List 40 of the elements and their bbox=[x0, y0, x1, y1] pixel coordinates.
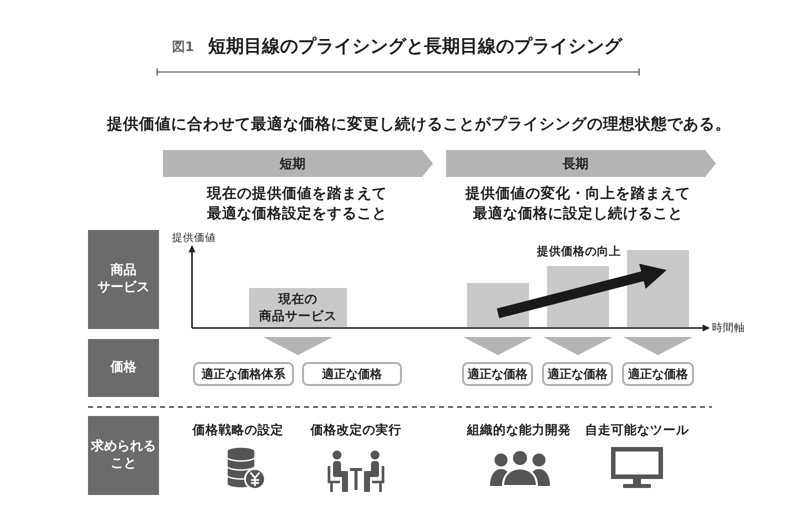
row-header bbox=[88, 416, 159, 495]
header-label: 求められること bbox=[91, 438, 156, 472]
down-arrow bbox=[543, 337, 613, 355]
figure-number: 図1 bbox=[172, 39, 194, 57]
down-arrow bbox=[623, 337, 693, 355]
chevron-band bbox=[446, 150, 716, 177]
requirement-label: 組織的な能力開発 bbox=[467, 421, 571, 439]
requirement-label: 価格改定の実行 bbox=[310, 421, 402, 439]
subtitle: 提供価値に合わせて最適な価格に変更し続けることがプライシングの理想状態である。 bbox=[107, 114, 731, 135]
price-label: 適正な価格 bbox=[468, 366, 528, 382]
description-text: 提供価値の変化・向上を踏まえて最適な価格に設定し続けること bbox=[466, 184, 690, 224]
price-label: 適正な価格 bbox=[548, 366, 608, 382]
band-label: 短期 bbox=[280, 156, 306, 172]
price-box bbox=[193, 362, 294, 386]
edge-label: 提供価格の向上 bbox=[536, 244, 622, 259]
axis-label: 提供価値 bbox=[172, 231, 216, 245]
row-header bbox=[88, 339, 159, 397]
price-box bbox=[462, 362, 533, 386]
block-arrow bbox=[496, 264, 667, 318]
requirement-label: 自走可能なツール bbox=[585, 421, 689, 439]
bar bbox=[627, 250, 689, 327]
bar-label: 現在の商品サービス bbox=[259, 291, 337, 324]
price-box bbox=[302, 362, 402, 386]
header-label: 商品サービス bbox=[98, 262, 150, 296]
axis-label: 時間軸 bbox=[712, 321, 745, 335]
description-text: 現在の提供価値を踏まえて最適な価格設定をすること bbox=[207, 184, 387, 224]
price-box bbox=[542, 362, 613, 386]
header-label: 価格 bbox=[110, 360, 136, 376]
price-label: 適正な価格 bbox=[628, 366, 688, 382]
chevron-band bbox=[163, 150, 433, 177]
band-label: 長期 bbox=[562, 156, 590, 172]
title: 短期目線のプライシングと長期目線のプライシング bbox=[208, 35, 622, 59]
requirement-label: 価格戦略の設定 bbox=[192, 421, 284, 439]
down-arrow bbox=[463, 337, 533, 355]
price-label: 適正な価格 bbox=[322, 366, 382, 382]
price-box bbox=[622, 362, 694, 386]
price-label: 適正な価格体系 bbox=[202, 366, 286, 382]
bar bbox=[249, 288, 347, 327]
down-arrow bbox=[263, 337, 333, 355]
row-header bbox=[88, 230, 159, 329]
